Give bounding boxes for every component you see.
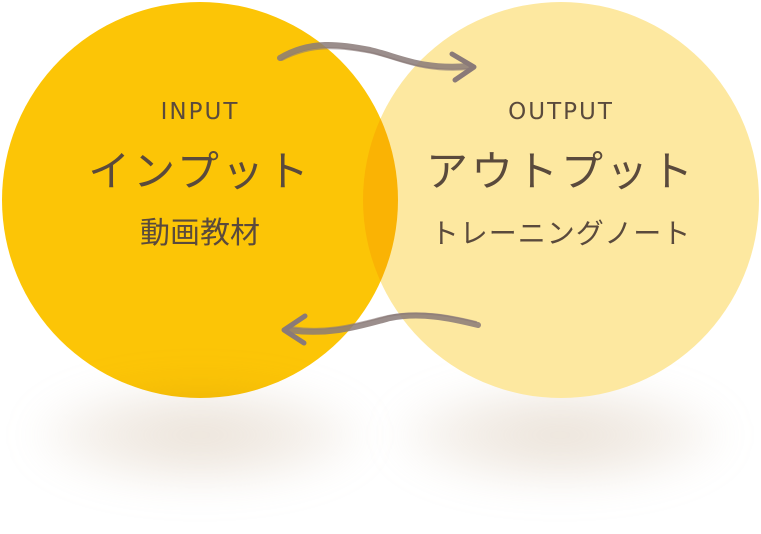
output-circle-shadow [390, 380, 730, 490]
input-english-label: INPUT [160, 99, 240, 125]
input-subtitle: 動画教材 [140, 216, 260, 251]
input-circle-shadow [30, 380, 370, 490]
output-japanese-title: アウトプット [425, 147, 696, 196]
output-subtitle: トレーニングノート [430, 217, 692, 250]
output-english-label: OUTPUT [508, 99, 614, 125]
bottom-arrow-icon [281, 312, 481, 346]
input-japanese-title: インプット [88, 147, 312, 196]
output-labels: OUTPUT アウトプット トレーニングノート [363, 94, 759, 258]
input-labels: INPUT インプット 動画教材 [2, 94, 398, 258]
top-arrow-icon [277, 42, 477, 83]
